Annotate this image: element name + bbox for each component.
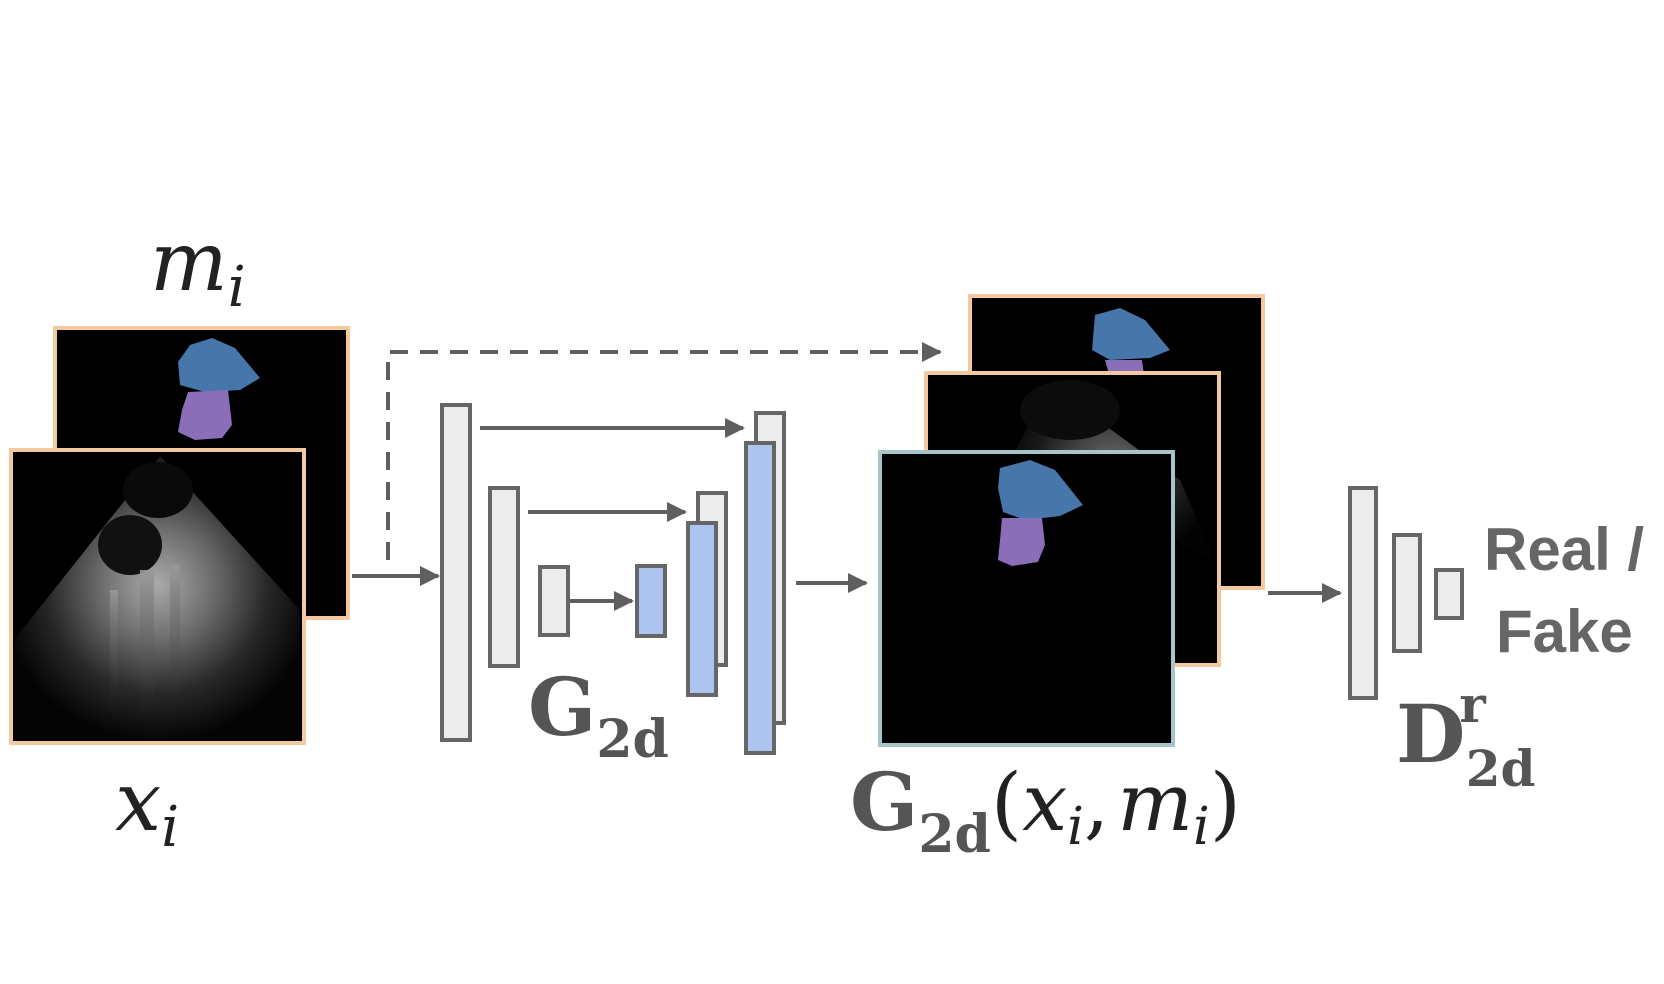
dashed-skip-arrow: [386, 342, 942, 560]
input-ultrasound-frame: [9, 448, 306, 745]
generated-output-frame: [878, 450, 1175, 747]
generated-mask-purple-region: [998, 518, 1045, 566]
encoder-layer-3: [538, 565, 570, 637]
image-label: xi: [115, 755, 179, 860]
discriminator-layer-2: [1392, 533, 1422, 653]
decoder-layer-3: [744, 441, 776, 755]
generated-mask-blue-region: [998, 460, 1083, 520]
mask-blue-region: [178, 338, 260, 392]
encoder-layer-1: [440, 403, 472, 742]
generator-output-label: G2d(xi,mi): [850, 755, 1241, 865]
generator-label: G2d: [528, 660, 669, 770]
discriminator-layer-1: [1348, 486, 1378, 700]
mask-label: mi: [150, 215, 246, 320]
ultrasound-image: [14, 456, 300, 741]
discriminator-layer-3: [1434, 568, 1464, 620]
output-label-real: Real /: [1484, 516, 1644, 583]
decoder-layer-1: [635, 564, 667, 638]
output-label-fake: Fake: [1496, 598, 1633, 665]
mask-purple-region: [178, 390, 232, 440]
decoder-layer-2: [686, 521, 718, 697]
encoder-layer-2: [488, 486, 520, 668]
